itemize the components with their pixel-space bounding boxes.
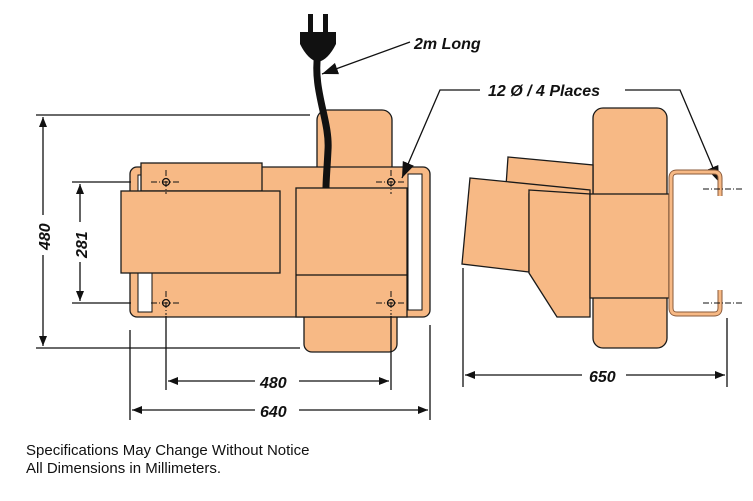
gearbox-side xyxy=(589,193,670,299)
holes-label: 12 Ø / 4 Places xyxy=(488,83,600,100)
cord-length-label: 2m Long xyxy=(413,36,481,53)
note-specifications: Specifications May Change Without Notice xyxy=(26,442,310,459)
gearbox xyxy=(295,187,408,318)
motor-top xyxy=(140,162,263,192)
dimensions-top-view: 480 281 480 640 xyxy=(30,114,431,421)
plug-icon xyxy=(300,14,336,62)
left-slot-bottom xyxy=(137,272,153,313)
width-holes-label: 480 xyxy=(259,375,287,392)
right-slot xyxy=(407,173,423,311)
power-cord xyxy=(313,51,332,189)
handle-bracket xyxy=(668,169,723,317)
depth-total-label: 650 xyxy=(589,369,616,386)
motor-body xyxy=(120,190,281,274)
height-holes-label: 281 xyxy=(74,231,91,259)
top-view: 2m Long 12 Ø / 4 Places xyxy=(120,14,720,353)
height-total-label: 480 xyxy=(37,223,54,251)
mounting-holes xyxy=(151,170,406,315)
gear-cover-side xyxy=(528,189,591,318)
side-view: 650 xyxy=(461,107,743,387)
note-units: All Dimensions in Millimeters. xyxy=(26,460,222,477)
width-total-label: 640 xyxy=(260,404,287,421)
